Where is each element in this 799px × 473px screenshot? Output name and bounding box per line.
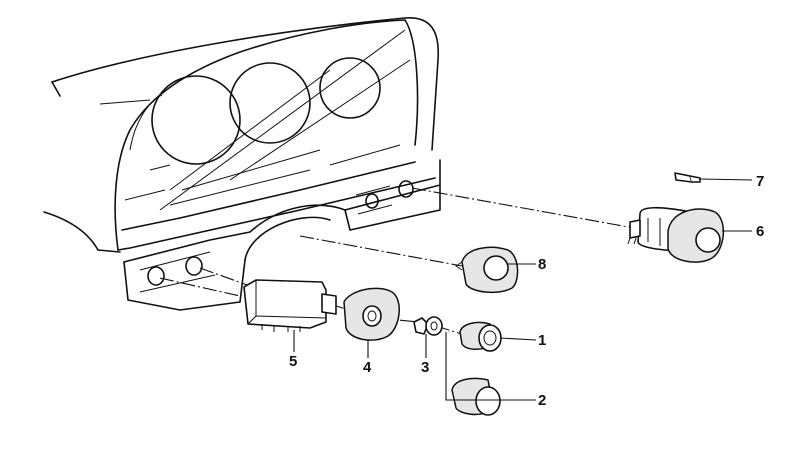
callout-5: 5	[289, 353, 297, 370]
part-7-bulb	[674, 172, 701, 183]
part-5-control-unit	[243, 279, 337, 332]
part-3-nut	[413, 316, 443, 336]
callout-3: 3	[421, 359, 429, 376]
dashboard-panel	[43, 17, 441, 311]
console-hole-mid	[185, 256, 203, 276]
part-6-switch-assembly	[627, 206, 724, 263]
callout-6: 6	[756, 223, 764, 240]
part-1-knob	[459, 321, 502, 352]
part-4-trim-ring	[343, 287, 400, 341]
gauge-left	[151, 75, 241, 165]
callout-7: 7	[756, 173, 764, 190]
part-8-switch-cover	[455, 246, 519, 294]
callout-labels: 7 6 8 1 2 3 4 5	[289, 173, 764, 409]
callout-2: 2	[538, 392, 546, 409]
gauge-center	[229, 62, 311, 144]
callout-1: 1	[538, 332, 546, 349]
part-2-knob	[451, 377, 501, 416]
leader-lines	[293, 178, 753, 401]
callout-8: 8	[538, 256, 546, 273]
gauge-right	[319, 57, 381, 119]
console-hole-right-a	[365, 193, 379, 209]
console-hole-left	[147, 266, 165, 286]
callout-4: 4	[363, 359, 372, 376]
console-hole-right-b	[398, 180, 414, 198]
